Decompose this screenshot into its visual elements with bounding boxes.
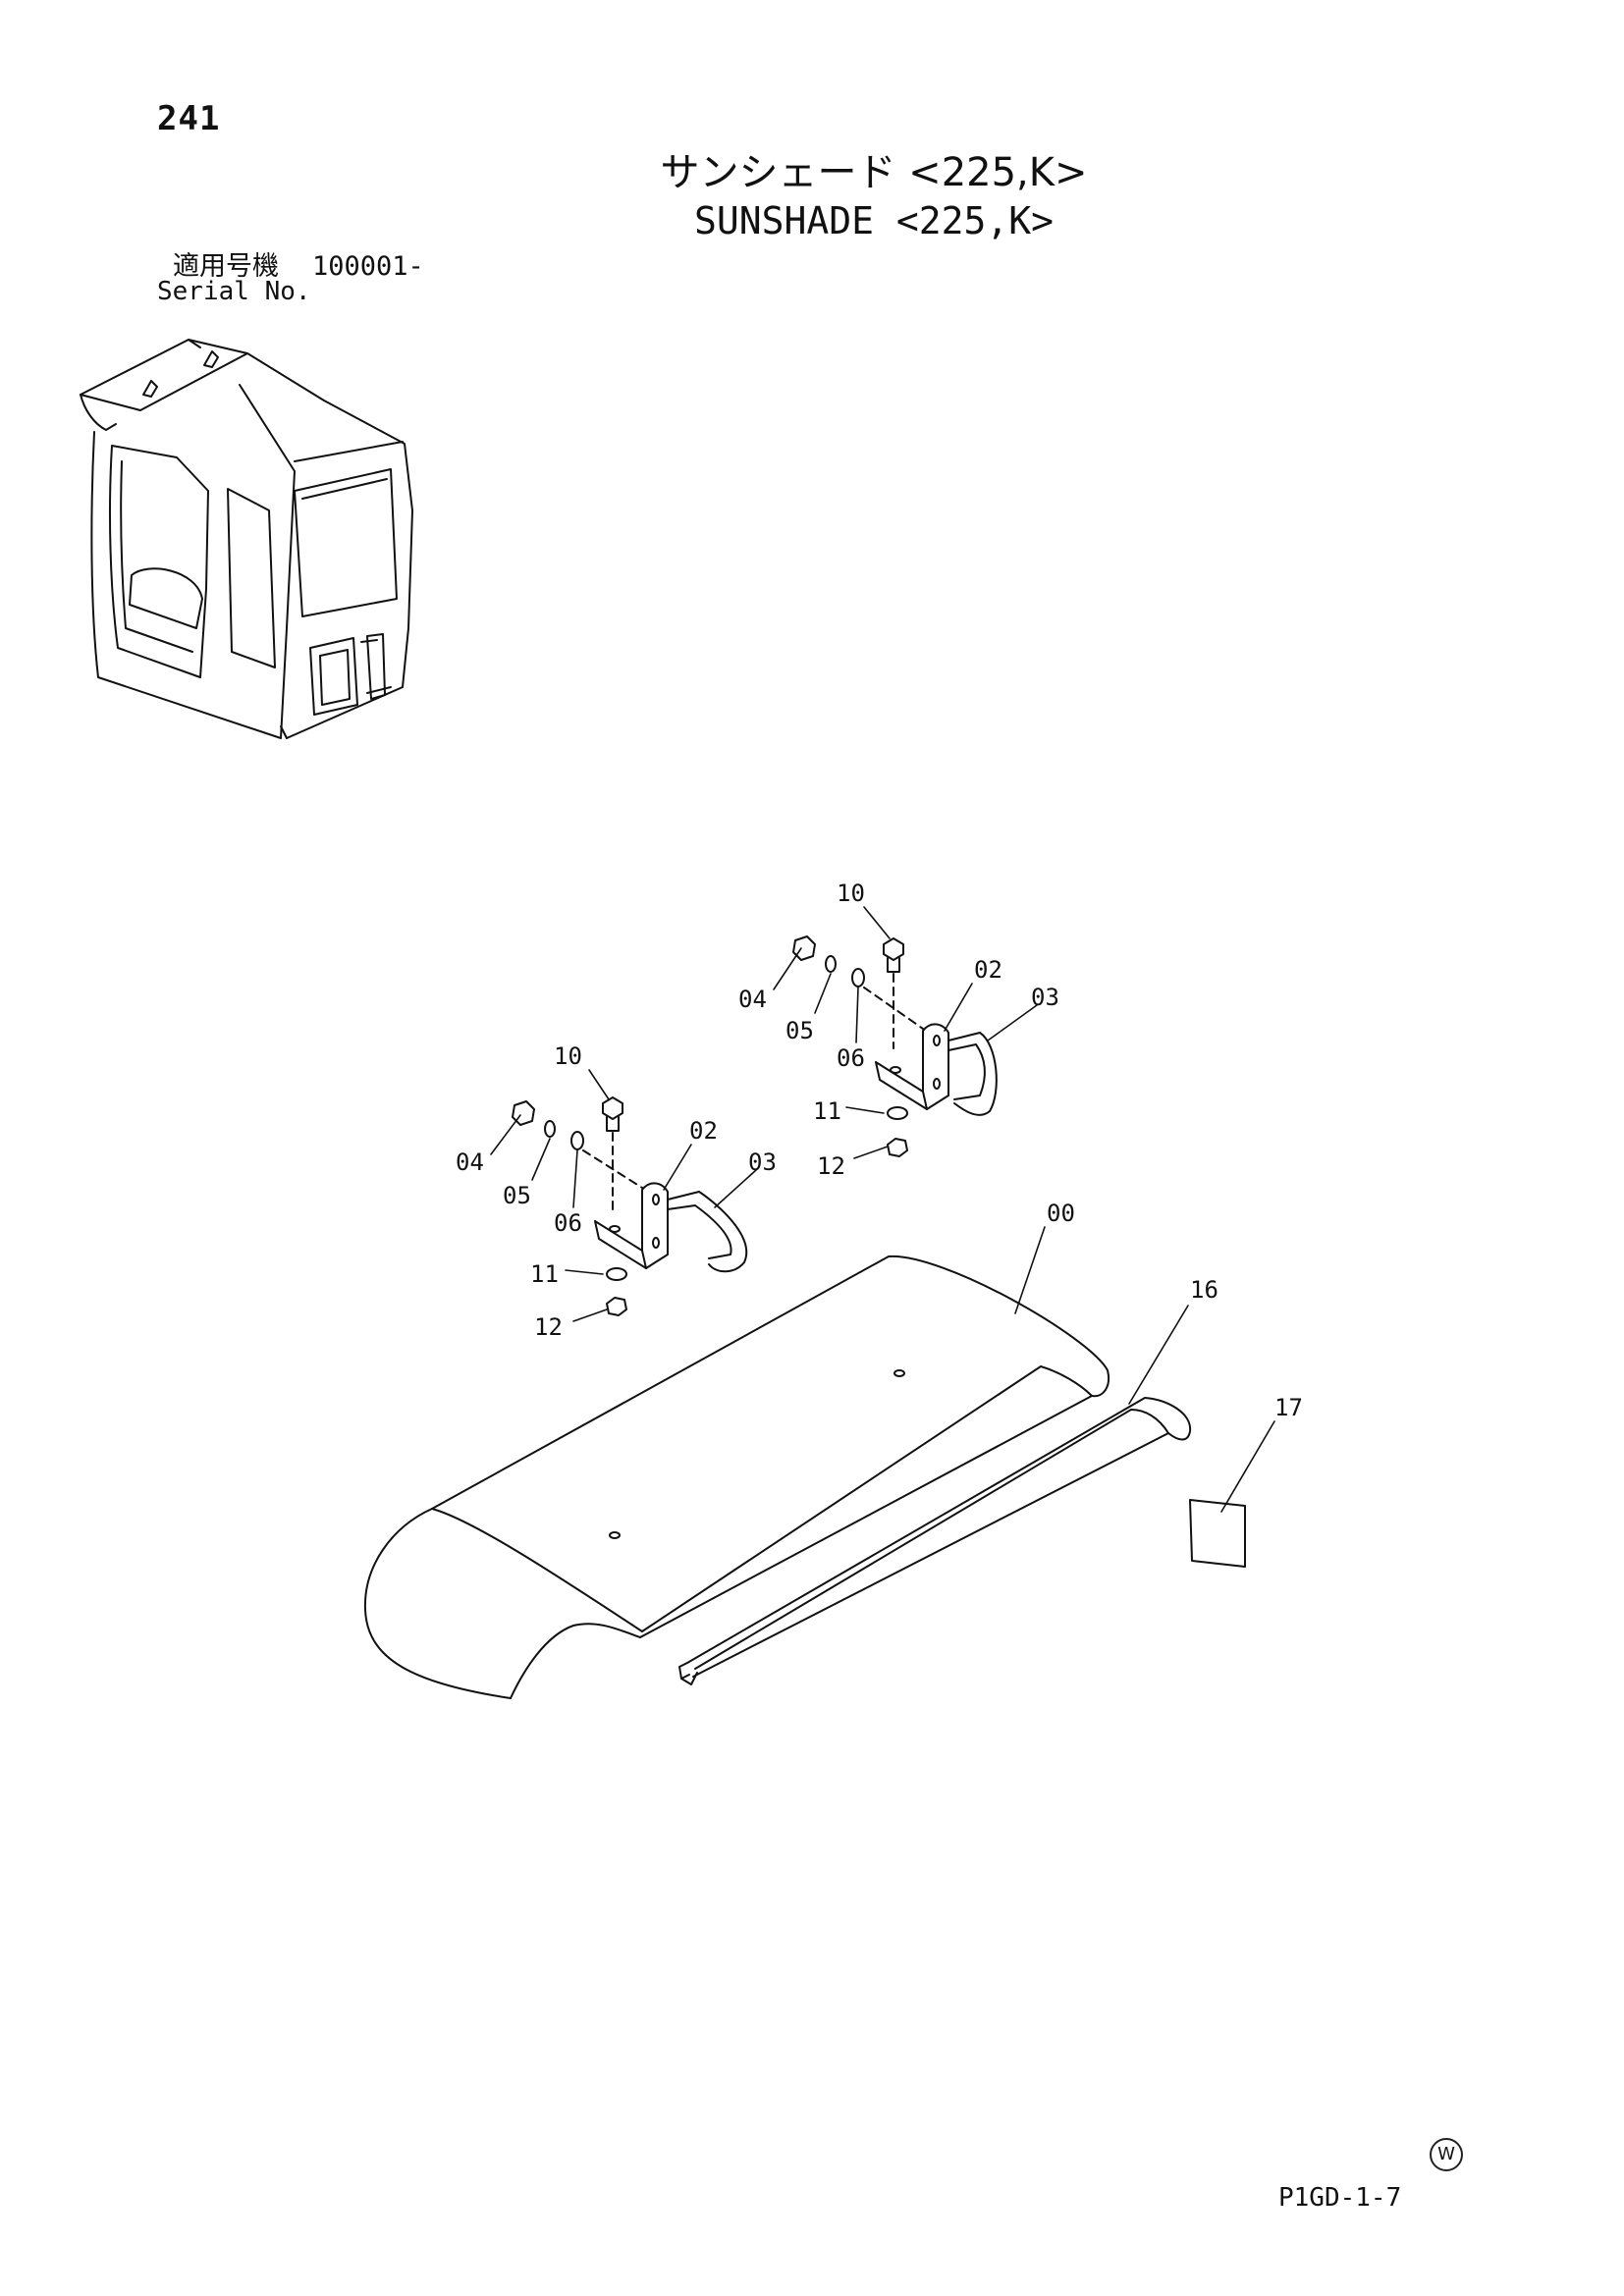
- serial-number-value: 100001-: [312, 251, 424, 282]
- callout-numbers: 00 16 17 10 04 05 06 02 03 11 12 10 04 0…: [456, 880, 1303, 1421]
- callout-17: 17: [1274, 1394, 1303, 1421]
- callout-left-12: 12: [534, 1313, 563, 1341]
- callout-right-10: 10: [837, 880, 865, 907]
- callout-leader-lines: [490, 906, 1275, 1513]
- cab-overview-illustration: [80, 339, 413, 739]
- page-title-japanese: サンシェード <225,K>: [660, 150, 1088, 195]
- manufacturer-mark-icon: W: [1430, 2138, 1463, 2171]
- callout-left-05: 05: [503, 1182, 531, 1209]
- callout-right-05: 05: [785, 1017, 814, 1044]
- bracket-assembly-right: [792, 935, 998, 1157]
- drawing-code: P1GD-1-7: [1278, 2183, 1402, 2213]
- callout-right-02: 02: [974, 956, 1002, 984]
- page-title-english: SUNSHADE <225,K>: [693, 199, 1055, 242]
- trim-strip-part-16: [678, 1397, 1192, 1685]
- sunshade-panel-part-00: [363, 1255, 1110, 1699]
- page-number: 241: [157, 99, 221, 138]
- callout-left-03: 03: [748, 1148, 777, 1176]
- callout-right-12: 12: [817, 1152, 845, 1180]
- callout-right-06: 06: [837, 1044, 865, 1072]
- callout-16: 16: [1190, 1276, 1218, 1304]
- bracket-assembly-left: [512, 1096, 748, 1316]
- callout-left-11: 11: [530, 1260, 559, 1288]
- decal-part-17: [1189, 1499, 1246, 1568]
- callout-00: 00: [1047, 1200, 1075, 1227]
- serial-label-english: Serial No.: [157, 277, 311, 306]
- callout-left-02: 02: [689, 1117, 718, 1145]
- callout-right-04: 04: [738, 986, 767, 1013]
- callout-left-10: 10: [554, 1042, 582, 1070]
- callout-right-03: 03: [1031, 984, 1059, 1011]
- callout-left-04: 04: [456, 1148, 484, 1176]
- callout-right-11: 11: [813, 1097, 841, 1125]
- serial-label-japanese: 適用号機: [173, 251, 279, 282]
- callout-left-06: 06: [554, 1209, 582, 1237]
